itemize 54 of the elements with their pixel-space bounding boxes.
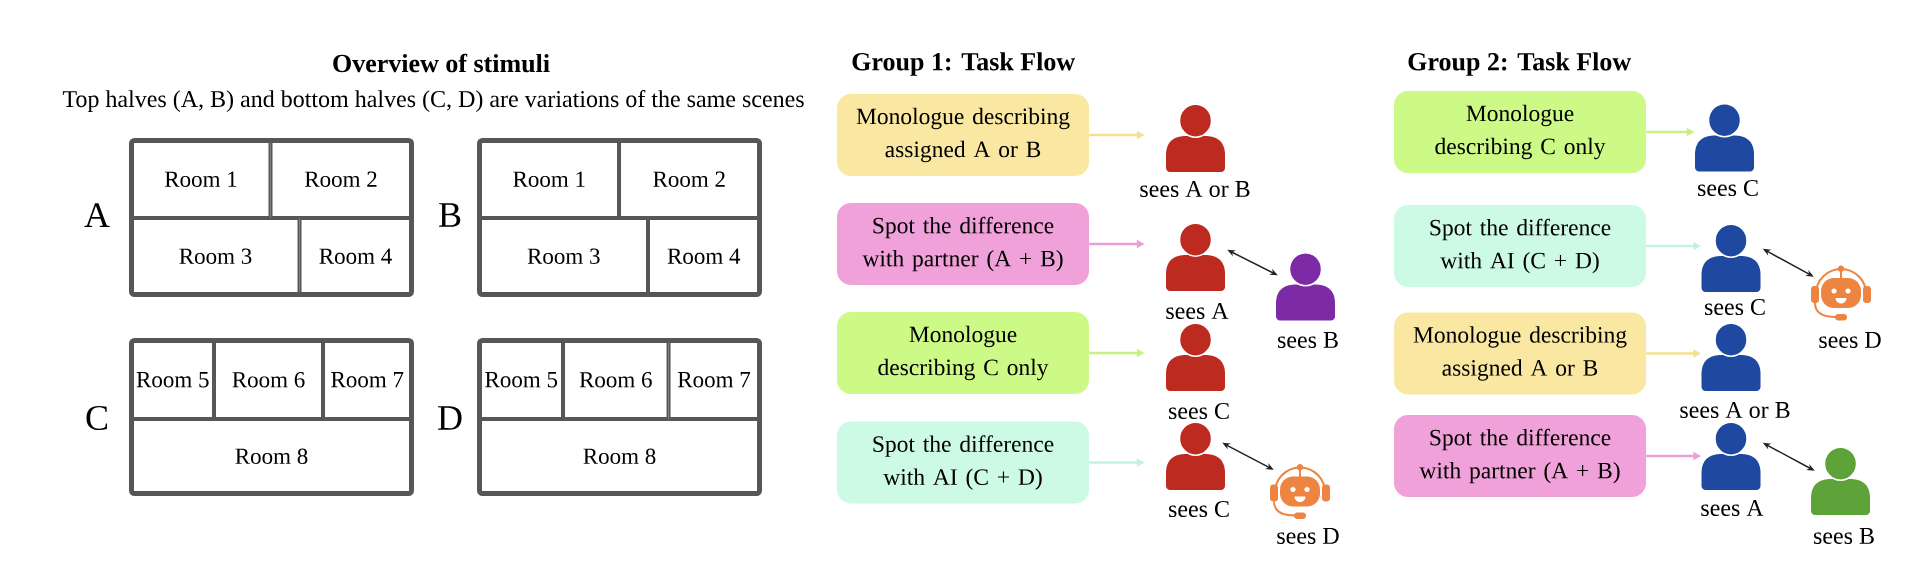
person-label: sees A — [1166, 302, 1229, 320]
task-box: Spot the difference with partner (A + B) — [1394, 415, 1646, 497]
person-label: sees C — [1169, 402, 1229, 420]
person-label: sees B — [1814, 528, 1874, 544]
room-cell: Room 7 — [323, 340, 412, 419]
person-icon — [1701, 421, 1761, 490]
room-cell: Room 4 — [299, 218, 412, 295]
plan-letter: D — [438, 406, 462, 430]
room-cell: Room 2 — [619, 140, 760, 218]
subtitle: Top halves (A, B) and bottom halves (C, D) are variations of the same scenes — [62, 90, 804, 112]
person-label: sees A or B — [1680, 401, 1790, 419]
room-cell: Room 5 — [479, 340, 563, 419]
robot-icon — [1270, 464, 1330, 519]
room-cell: Room 5 — [131, 340, 214, 419]
task-box: Spot the difference with AI (C + D) — [837, 421, 1089, 504]
task-box: Monologue describing assigned A or B — [837, 94, 1089, 176]
room-cell: Room 6 — [214, 340, 323, 419]
robot-label: sees D — [1277, 528, 1339, 544]
person-label: sees A — [1701, 499, 1764, 517]
person-label: sees B — [1278, 332, 1338, 348]
robot-icon — [1811, 265, 1871, 321]
person-icon — [1166, 103, 1225, 172]
plan-letter: A — [84, 203, 110, 227]
person-label: sees C — [1698, 179, 1758, 197]
person-icon — [1695, 102, 1754, 172]
room-cell: Room 3 — [479, 218, 648, 295]
plan-letter: C — [86, 405, 107, 431]
person-icon — [1811, 446, 1870, 515]
plan-letter: B — [439, 203, 461, 227]
room-cell: Room 3 — [131, 218, 300, 295]
task-box: Spot the difference with partner (A + B) — [837, 203, 1089, 285]
task-box: Spot the difference with AI (C + D) — [1394, 205, 1646, 287]
heading: Overview of stimuli — [333, 53, 550, 73]
person-icon — [1166, 421, 1225, 490]
robot-label: sees D — [1819, 332, 1881, 348]
person-icon — [1166, 322, 1225, 391]
room-cell: Room 1 — [479, 140, 619, 218]
room-cell: Room 2 — [270, 140, 412, 218]
person-label: sees A or B — [1140, 180, 1250, 198]
room-cell: Room 4 — [648, 218, 760, 295]
room-cell: Room 7 — [668, 340, 760, 419]
person-label: sees C — [1169, 500, 1229, 518]
person-icon — [1166, 222, 1225, 291]
person-label: sees C — [1705, 298, 1765, 316]
task-box: Monologue describing C only — [837, 312, 1089, 394]
task-box: Monologue describing C only — [1394, 91, 1646, 173]
task-box: Monologue describing assigned A or B — [1394, 312, 1646, 395]
person-icon — [1701, 322, 1761, 391]
person-icon — [1701, 223, 1761, 292]
person-icon — [1276, 251, 1335, 321]
room-cell: Room 6 — [563, 340, 669, 419]
room-cell: Room 8 — [479, 419, 760, 494]
room-cell: Room 1 — [131, 140, 271, 218]
room-cell: Room 8 — [131, 419, 412, 494]
